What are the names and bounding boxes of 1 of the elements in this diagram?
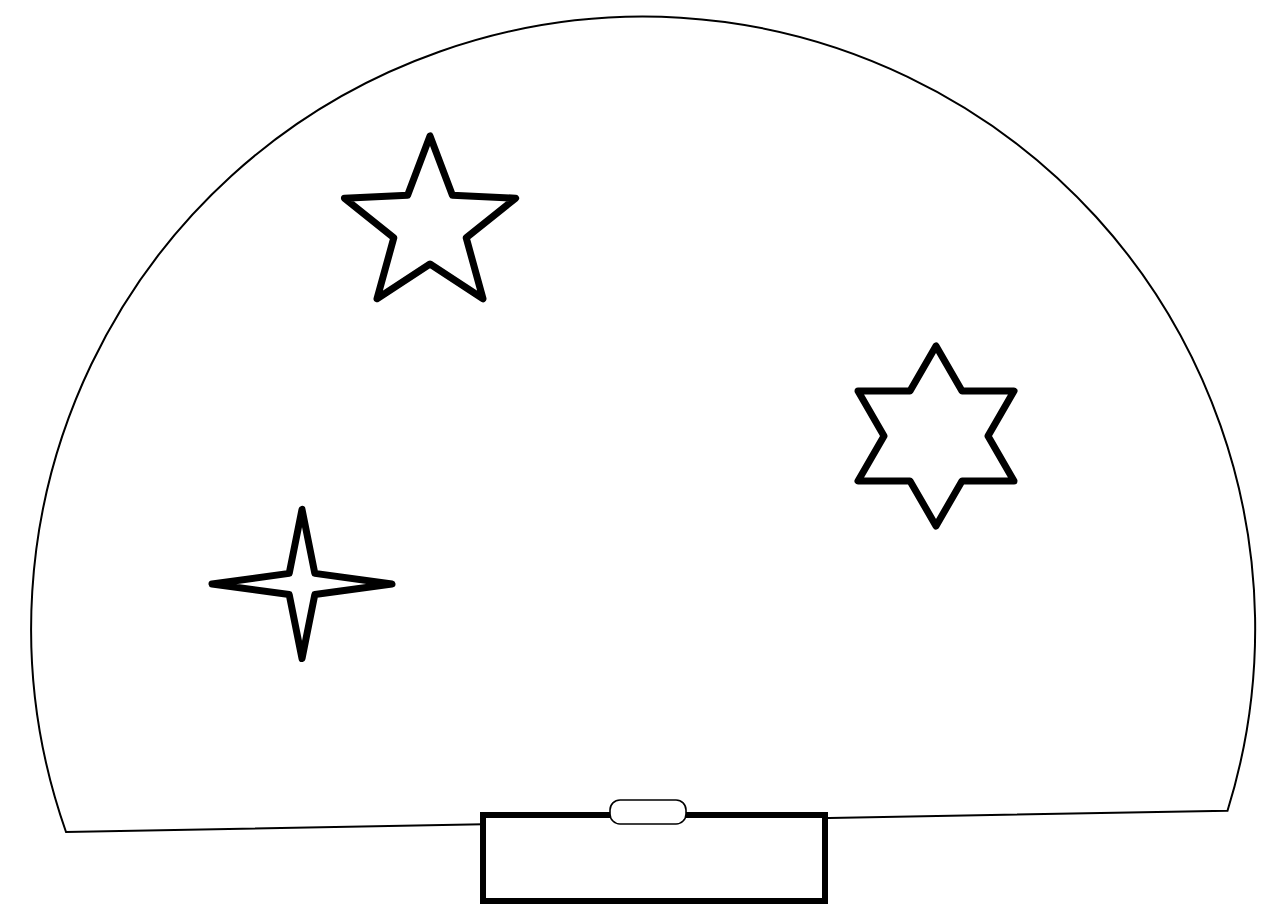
label-box xyxy=(480,811,828,904)
